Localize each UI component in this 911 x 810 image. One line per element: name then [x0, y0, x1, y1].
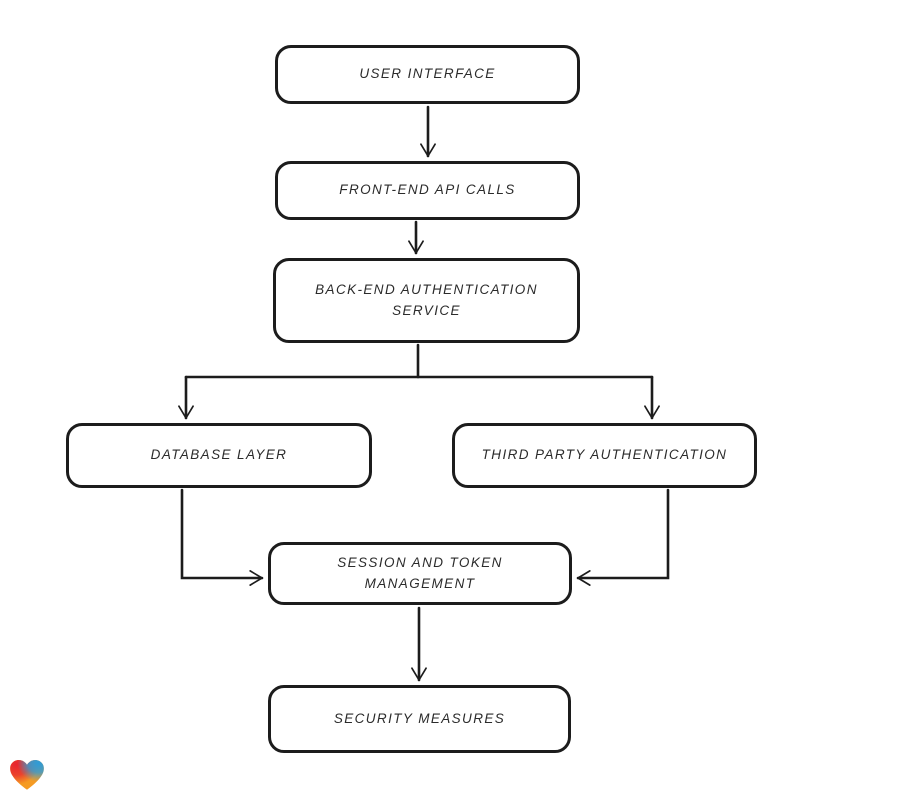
heart-logo [10, 760, 44, 790]
node-session-token-label-line2: MANAGEMENT [364, 575, 476, 591]
node-back-end-auth-label-line1: BACK-END AUTHENTICATION [315, 282, 538, 298]
node-session-and-token-management: SESSION AND TOKEN MANAGEMENT [268, 542, 572, 605]
node-front-end-api-calls-label: FRONT-END API CALLS [339, 182, 516, 198]
node-user-interface-label: USER INTERFACE [359, 66, 496, 82]
edge-database-to-session [180, 488, 264, 586]
node-back-end-auth-label-line2: SERVICE [392, 302, 461, 318]
node-back-end-authentication-service: BACK-END AUTHENTICATION SERVICE [273, 258, 580, 343]
node-security-measures: SECURITY MEASURES [268, 685, 571, 753]
node-database-layer-label: DATABASE LAYER [150, 447, 288, 463]
node-user-interface: USER INTERFACE [275, 45, 580, 104]
node-third-party-authentication: THIRD PARTY AUTHENTICATION [452, 423, 757, 488]
node-security-measures-label: SECURITY MEASURES [333, 710, 506, 726]
node-third-party-authentication-label: THIRD PARTY AUTHENTICATION [481, 447, 728, 463]
node-session-token-label-line1: SESSION AND TOKEN [337, 555, 503, 571]
node-database-layer: DATABASE LAYER [66, 423, 372, 488]
edge-thirdparty-to-session [576, 488, 670, 586]
node-front-end-api-calls: FRONT-END API CALLS [275, 161, 580, 220]
